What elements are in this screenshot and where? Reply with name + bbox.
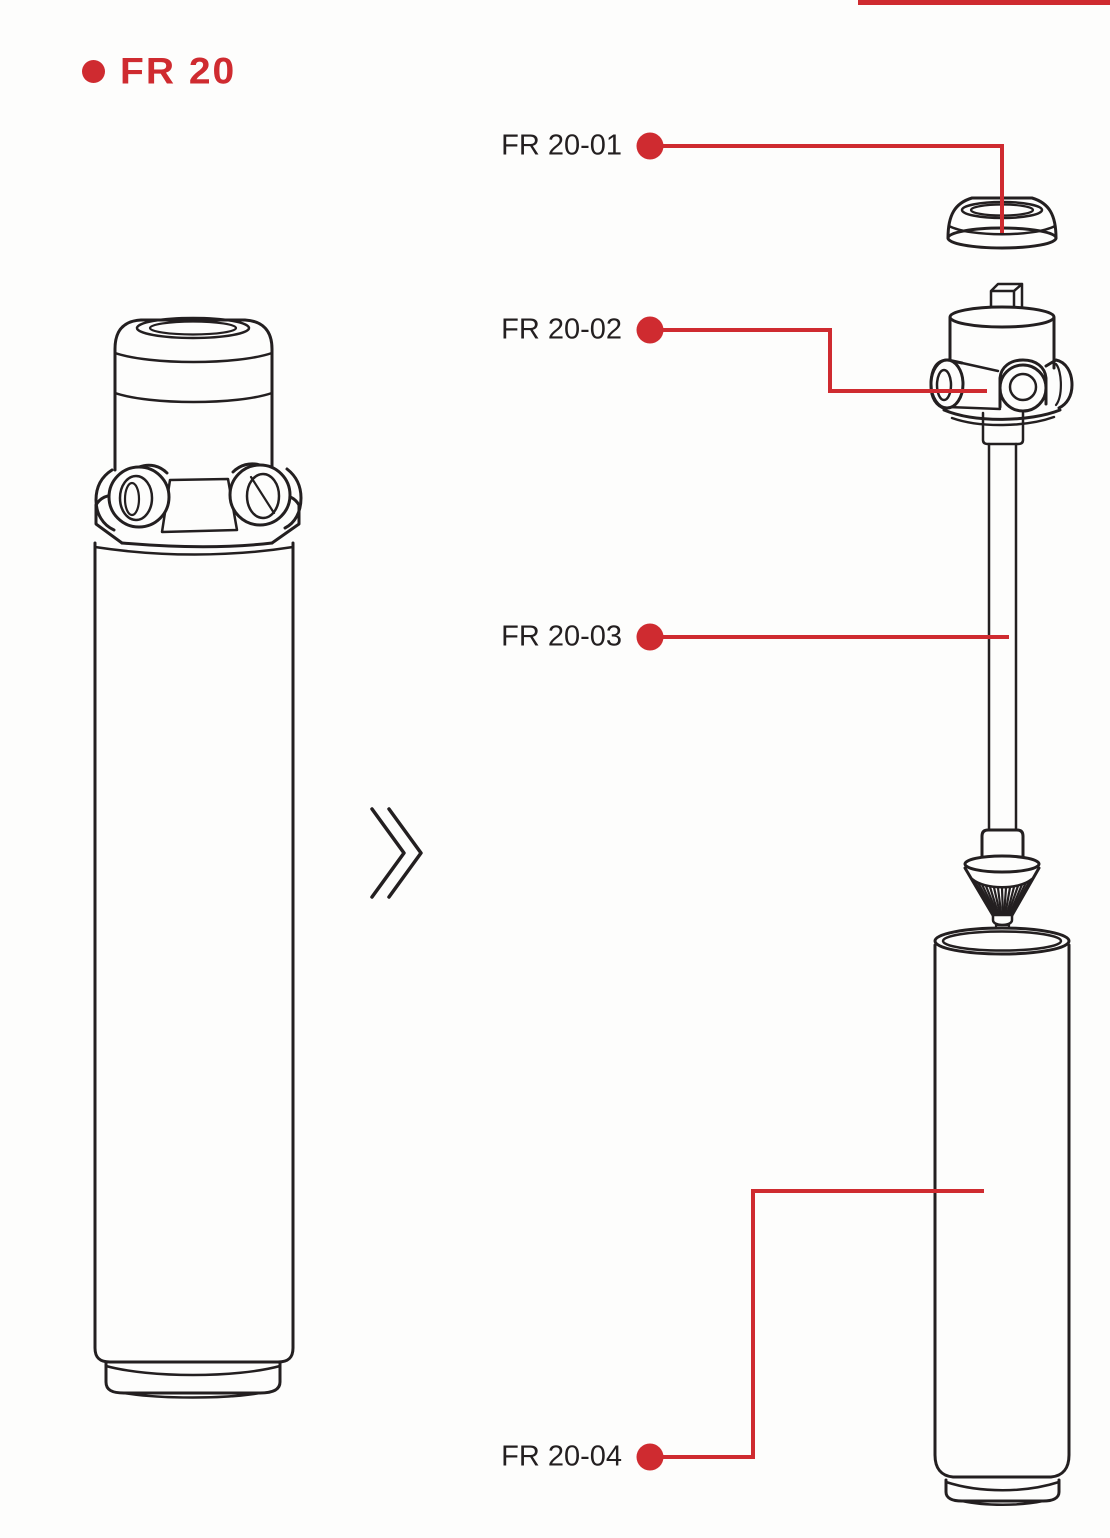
part-canister-drawing bbox=[933, 926, 1071, 1506]
part-label-fr20-02: FR 20-02 bbox=[501, 313, 622, 346]
part-label-fr20-01: FR 20-01 bbox=[501, 129, 622, 162]
callout-lines bbox=[636, 132, 1009, 1471]
callout-line-fr20-04 bbox=[651, 1189, 984, 1459]
callout-dot-fr20-04 bbox=[636, 1443, 664, 1471]
callout-dot-fr20-02 bbox=[636, 316, 664, 344]
canister-rim-inner bbox=[941, 930, 1063, 952]
part-head-drawing bbox=[929, 282, 1074, 446]
canister-base-bottom-edge bbox=[960, 1499, 1045, 1506]
canister-base-top-edge bbox=[944, 1480, 1061, 1492]
part-label-fr20-04: FR 20-04 bbox=[501, 1440, 622, 1473]
assembled-product-drawing bbox=[93, 316, 303, 1399]
assembled-right-eyelet-inner bbox=[245, 472, 281, 520]
page-title: FR 20 bbox=[82, 52, 236, 91]
head-right-flange-inner bbox=[1054, 362, 1062, 407]
part-tube-drawing bbox=[963, 442, 1041, 933]
page-title-text: FR 20 bbox=[120, 50, 237, 93]
assembled-right-eyelet-slot bbox=[249, 475, 276, 515]
cone-ring-1 bbox=[991, 913, 1014, 927]
head-right-port-outer bbox=[998, 363, 1048, 413]
head-plate-edge-upper bbox=[942, 408, 1062, 421]
assembled-plate-bottom-edge bbox=[120, 541, 274, 549]
head-neck bbox=[981, 411, 1025, 446]
assembled-base-bottom-edge bbox=[122, 1391, 262, 1399]
head-right-port-hole bbox=[1008, 372, 1038, 402]
callout-line-fr20-01 bbox=[651, 144, 1004, 233]
canister-base bbox=[944, 1478, 1061, 1503]
assembled-cap-seam-upper bbox=[113, 351, 274, 364]
canister-rim-outer bbox=[933, 926, 1071, 956]
callout-line-fr20-02 bbox=[651, 328, 987, 393]
tube-collar bbox=[980, 828, 1025, 864]
head-left-port-hole bbox=[935, 368, 953, 402]
cone-top-ellipse bbox=[963, 854, 1041, 874]
assembled-body-shoulder bbox=[93, 545, 295, 556]
assembled-body-outline bbox=[93, 541, 295, 1364]
assembled-cap-seam-lower bbox=[113, 391, 274, 404]
head-top-ellipse bbox=[948, 305, 1056, 329]
callout-dot-fr20-03 bbox=[636, 623, 664, 651]
assembled-cap-outline bbox=[113, 318, 274, 472]
assembled-left-eyelet-hole bbox=[123, 481, 141, 517]
cone-rib-hatching bbox=[973, 879, 1031, 917]
head-plate-edge-lower bbox=[950, 415, 1056, 427]
assembled-cap-opening-outer bbox=[135, 316, 251, 340]
assembled-base-top-edge bbox=[104, 1364, 282, 1377]
head-right-flange bbox=[1044, 358, 1074, 410]
assembled-left-eyelet-inner bbox=[118, 474, 154, 522]
canister-body bbox=[933, 943, 1071, 1479]
top-accent-bar bbox=[858, 0, 1110, 5]
callout-dot-fr20-01 bbox=[636, 132, 664, 160]
part-label-fr20-03: FR 20-03 bbox=[501, 620, 622, 653]
assembled-base-outline bbox=[104, 1361, 282, 1395]
double-chevron-right-icon bbox=[370, 807, 423, 899]
cap-mid-seam bbox=[947, 224, 1057, 236]
assembled-cap-opening-inner bbox=[148, 320, 238, 336]
assembled-front-face bbox=[160, 477, 239, 534]
bullet-dot-icon bbox=[82, 60, 105, 83]
head-front-face bbox=[946, 361, 1002, 411]
